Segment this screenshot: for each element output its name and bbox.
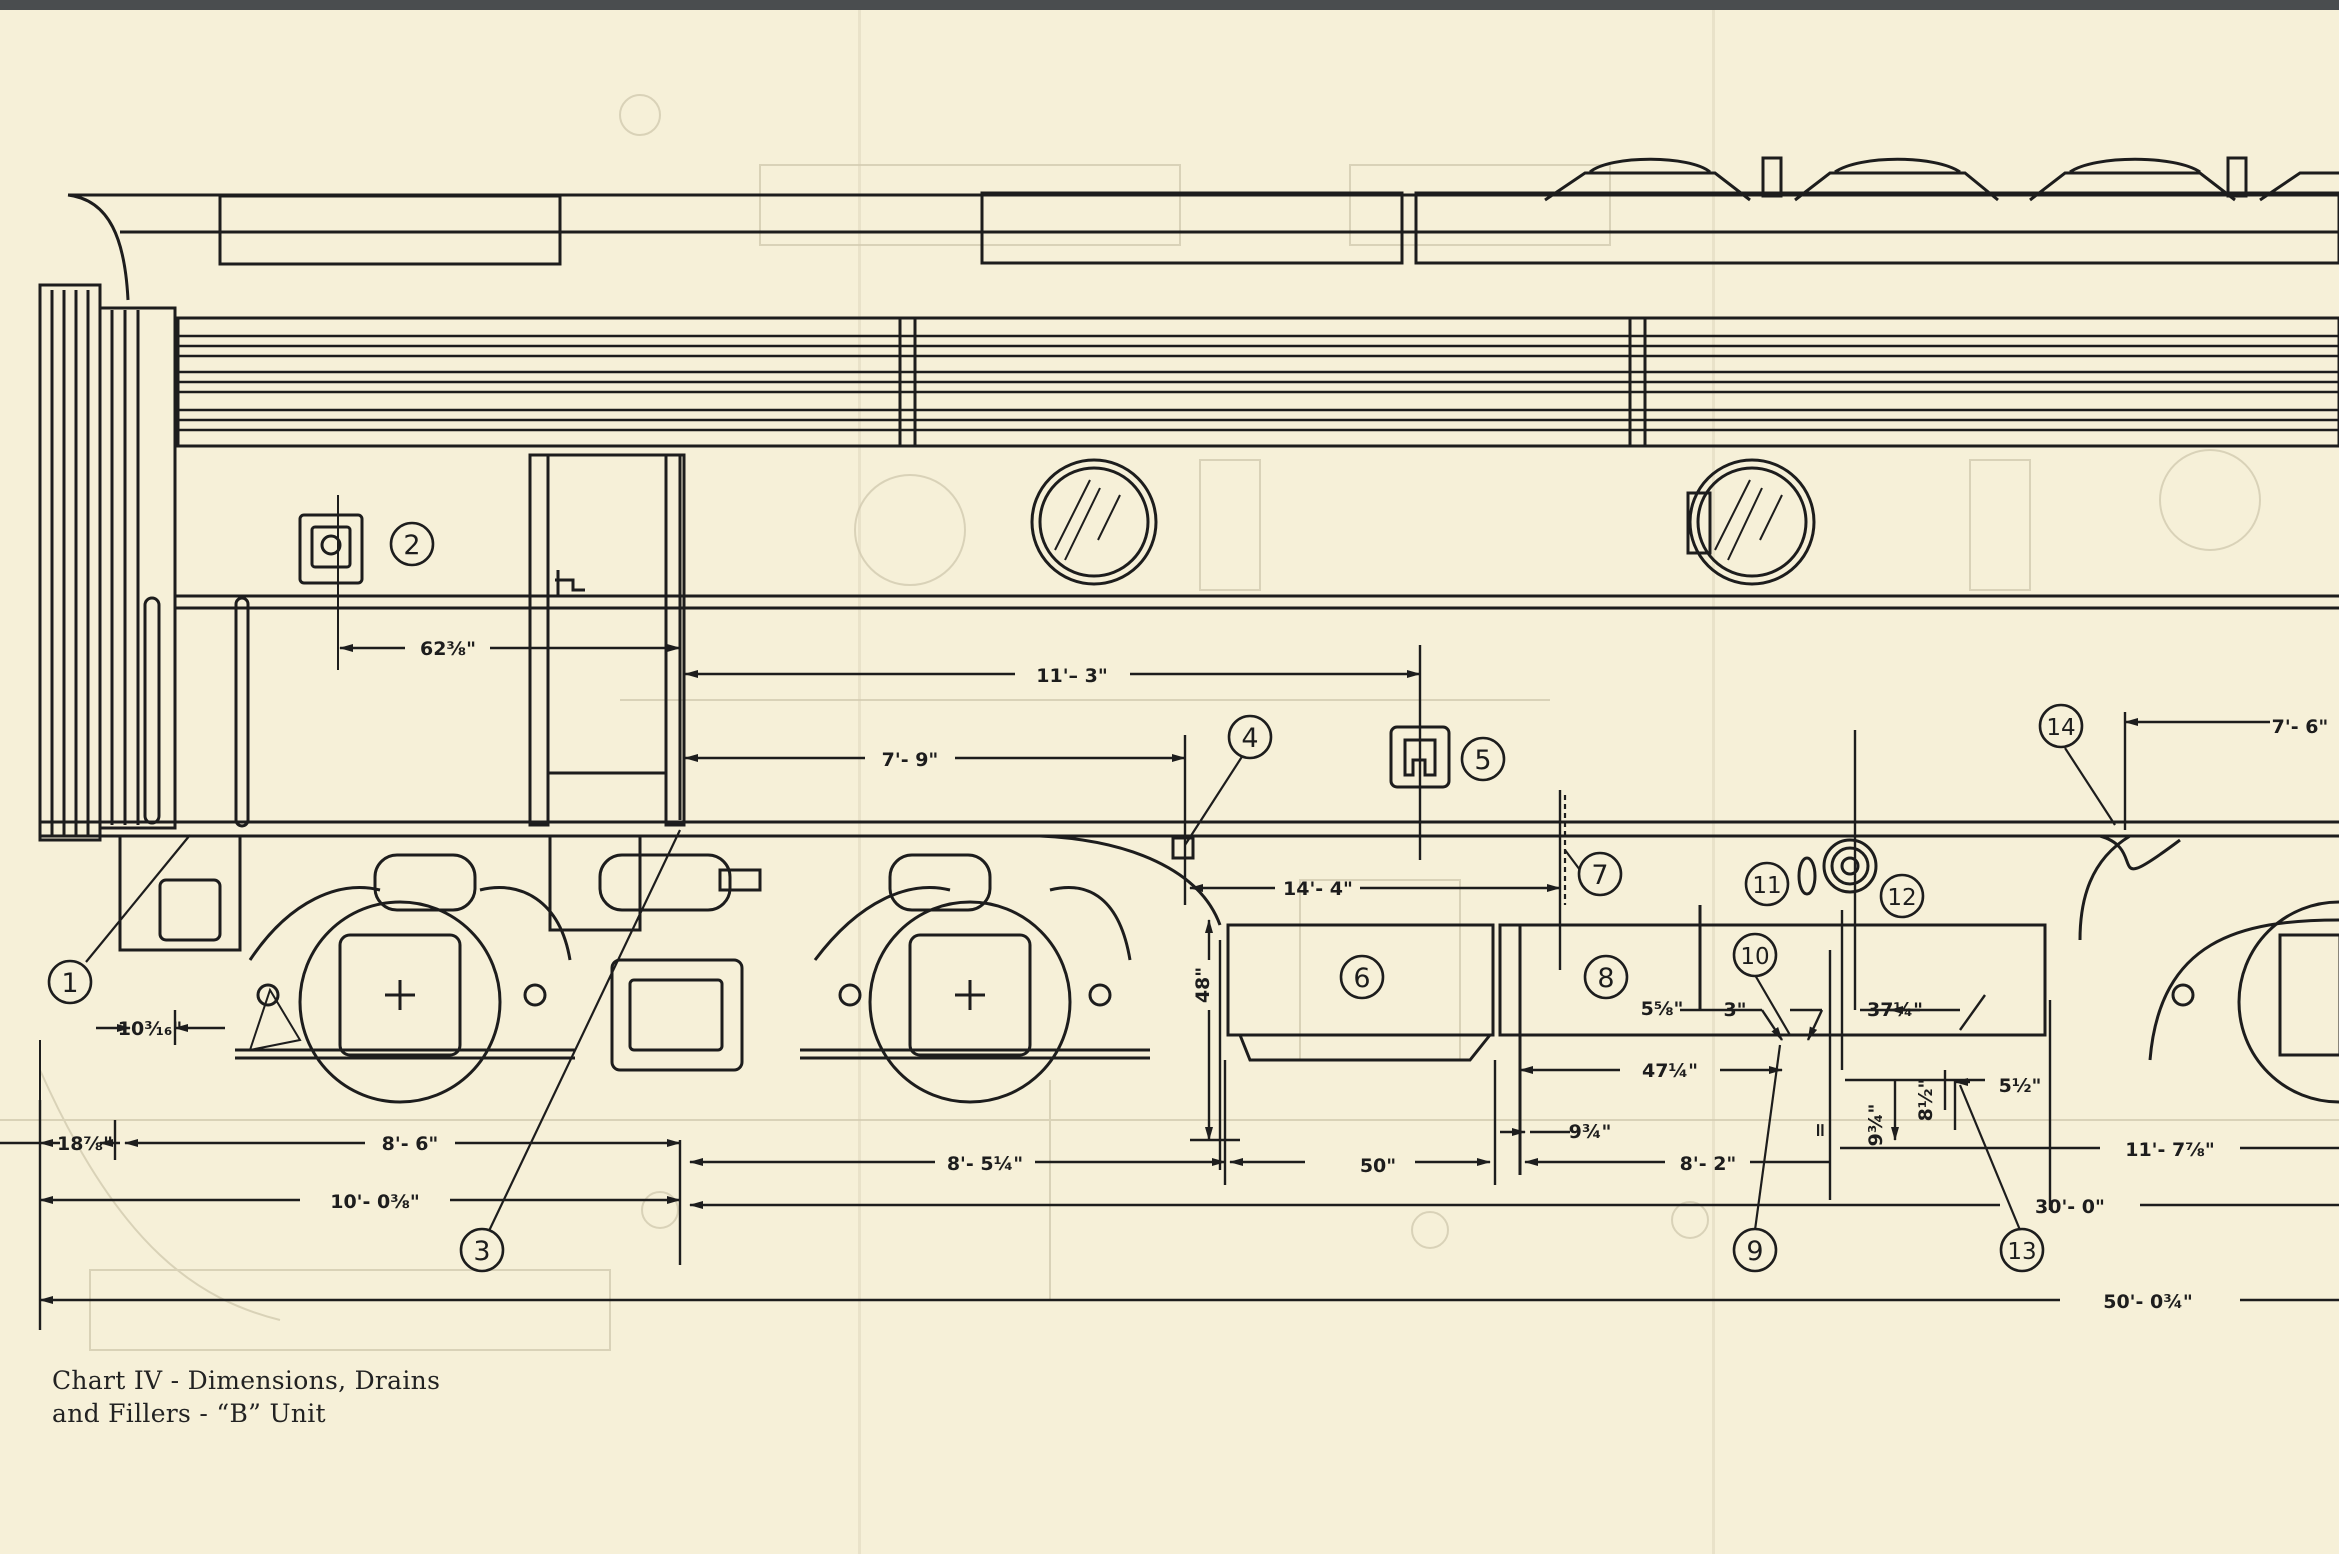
paper-fold-line xyxy=(1712,10,1715,1554)
dim-8-5-1-4: 8'- 5¼" xyxy=(947,1153,1023,1175)
callout-label: 1 xyxy=(61,968,78,999)
callout-label: 9 xyxy=(1746,1236,1763,1267)
locomotive-body xyxy=(38,156,2339,1320)
truck-front xyxy=(235,853,732,1104)
callout-4: 4 xyxy=(1227,714,1273,760)
dim-10-0-3-8: 10'- 0⅜" xyxy=(330,1191,420,1213)
dim-8-6: 8'- 6" xyxy=(382,1133,439,1155)
dim-37-1-4: 37¼" xyxy=(1867,999,1923,1021)
callout-7: 7 xyxy=(1577,851,1623,897)
truck-far xyxy=(2148,900,2339,1104)
callout-5: 5 xyxy=(1460,736,1506,782)
caption-line-1: Chart IV - Dimensions, Drains xyxy=(52,1366,441,1395)
dim-equal-mark: = xyxy=(1809,1122,1831,1138)
callout-label: 7 xyxy=(1591,860,1608,891)
callouts: 1 2 3 4 5 6 7 xyxy=(47,521,2084,1273)
dim-14-4: 14'- 4" xyxy=(1283,878,1353,900)
dim-7-9: 7'- 9" xyxy=(882,749,939,771)
caption-line-2: and Fillers - “B” Unit xyxy=(52,1399,326,1428)
callout-2: 2 xyxy=(389,521,435,567)
dim-62-3-8: 62⅜" xyxy=(420,638,476,660)
scan-top-edge xyxy=(0,0,2339,10)
callout-10: 10 xyxy=(1732,932,1778,978)
callout-13: 13 xyxy=(1999,1227,2045,1273)
dim-8-1-2-vertical: 8½" xyxy=(1915,1079,1937,1122)
dim-50: 50" xyxy=(1360,1155,1396,1177)
dim-30-0: 30'- 0" xyxy=(2035,1196,2105,1218)
dim-47-1-4: 47¼" xyxy=(1642,1060,1698,1082)
callout-6: 6 xyxy=(1339,954,1385,1000)
callout-11: 11 xyxy=(1744,861,1790,907)
dim-9-3-4: 9¾" xyxy=(1569,1121,1612,1143)
callout-label: 2 xyxy=(403,530,420,561)
dim-11-7-7-8: 11'- 7⅞" xyxy=(2125,1139,2215,1161)
callout-label: 4 xyxy=(1241,723,1258,754)
callout-label: 3 xyxy=(473,1236,490,1267)
dimension-lines xyxy=(0,644,2339,1330)
dim-10-3-16: 10³⁄₁₆" xyxy=(118,1018,182,1040)
dim-5-5-8: 5⅝" xyxy=(1641,998,1684,1020)
dim-50-0-3-4: 50'- 0¾" xyxy=(2103,1291,2193,1313)
dim-8-2: 8'- 2" xyxy=(1680,1153,1737,1175)
truck-rear xyxy=(800,853,1150,1104)
callout-9: 9 xyxy=(1732,1227,1778,1273)
dim-7-6: 7'- 6" xyxy=(2272,716,2329,738)
callout-label: 14 xyxy=(2046,715,2075,741)
callout-12: 12 xyxy=(1879,873,1925,919)
dim-48: 48" xyxy=(1192,967,1214,1003)
callout-label: 10 xyxy=(1740,944,1769,970)
ghost-show-through xyxy=(0,94,2339,1351)
callout-14: 14 xyxy=(2038,703,2084,749)
callout-8: 8 xyxy=(1583,954,1629,1000)
paper-fold-line xyxy=(858,10,861,1554)
callout-label: 13 xyxy=(2007,1239,2036,1265)
dim-11-3: 11'– 3" xyxy=(1036,665,1108,687)
dim-18-7-8: 18⅞" xyxy=(57,1133,113,1155)
callout-label: 5 xyxy=(1474,745,1491,776)
callout-label: 8 xyxy=(1597,963,1614,994)
callout-leaders xyxy=(85,747,2116,1234)
callout-label: 6 xyxy=(1353,963,1370,994)
callout-label: 12 xyxy=(1887,885,1916,911)
dim-5-1-2: 5½" xyxy=(1999,1075,2042,1097)
callout-label: 11 xyxy=(1752,873,1781,899)
chart-caption: Chart IV - Dimensions, Drains and Filler… xyxy=(52,1364,440,1430)
callout-3: 3 xyxy=(459,1227,505,1273)
dimension-labels: 62⅜" 11'– 3" 7'- 9" 7'- 6" 14'- 4" 48" 5… xyxy=(57,638,2328,1313)
dim-3: 3" xyxy=(1723,999,1746,1021)
dim-9-3-4-vertical: 9¾" xyxy=(1865,1104,1887,1147)
callout-1: 1 xyxy=(47,959,93,1005)
